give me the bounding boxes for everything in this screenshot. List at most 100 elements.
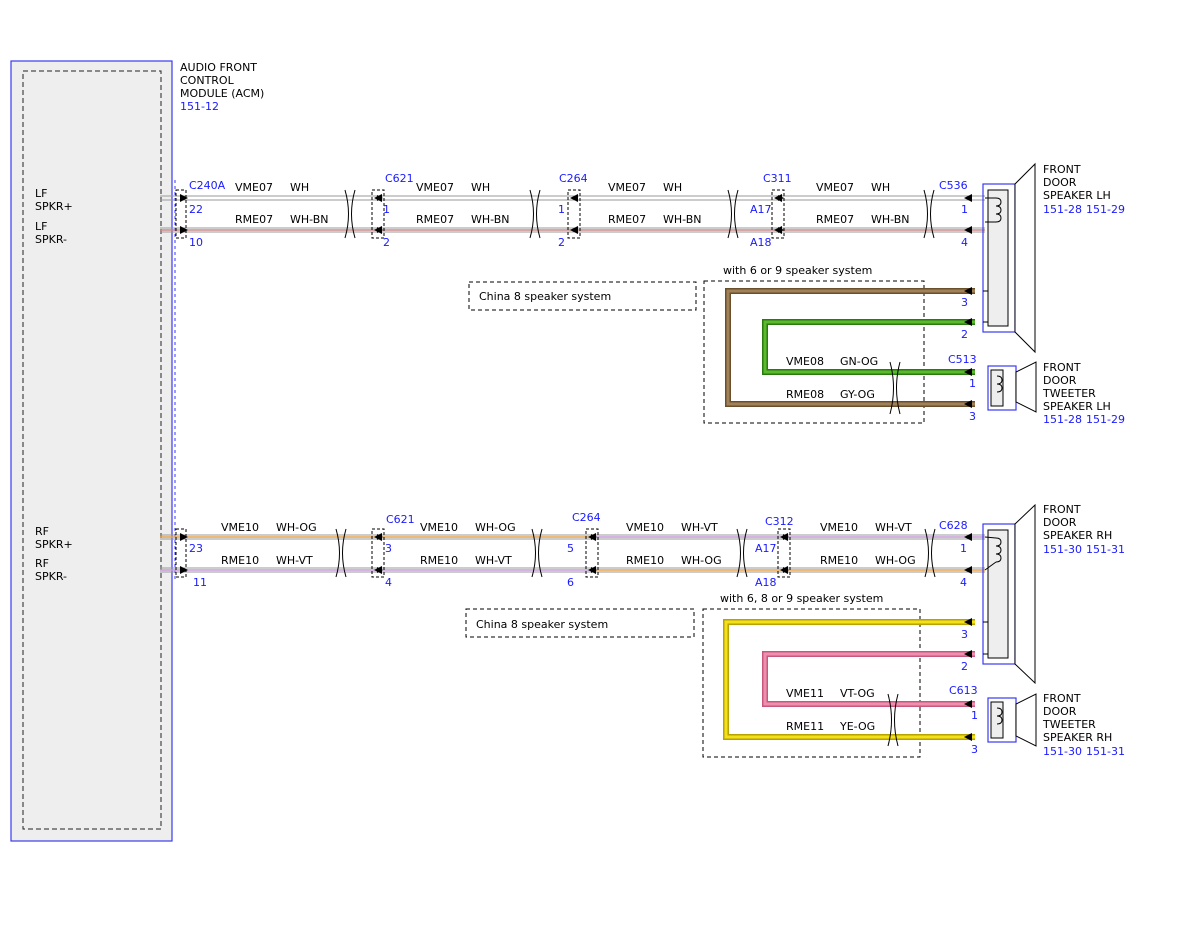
rf-twist-1 <box>335 528 347 578</box>
lf-tweeter-top-circuit: VME08 <box>786 355 824 368</box>
lf-seg3-top-circuit: VME07 <box>608 181 646 194</box>
lf-pin-top-3: 1 <box>558 203 565 216</box>
rf-connector-c312[interactable]: C312 <box>765 515 794 528</box>
lf-tweeter-twist <box>889 361 901 415</box>
lf-tweeter-pin-1: 1 <box>969 377 976 390</box>
rf-seg4-top-color: WH-VT <box>875 521 912 534</box>
lf-seg4-bottom-circuit: RME07 <box>816 213 854 226</box>
rf-tweeter-pin-3: 3 <box>971 743 978 756</box>
lf-pin-top-2: 1 <box>383 203 390 216</box>
rf-c621-box <box>371 528 385 578</box>
rf-tweeter-pin-1: 1 <box>971 709 978 722</box>
rf-pink-wire <box>763 652 975 706</box>
lf-speaker-pin-2: 2 <box>961 328 968 341</box>
rf-pin-bottom-5: 4 <box>960 576 967 589</box>
lf-speaker-label-3: SPEAKER LH <box>1043 189 1111 202</box>
lf-tweeter-pin-3: 3 <box>969 410 976 423</box>
lf-connector-c621[interactable]: C621 <box>385 172 414 185</box>
lf-tweeter-symbol <box>987 361 1037 413</box>
lf-speaker-ref-2[interactable]: 151-29 <box>1086 203 1125 216</box>
lf-seg3-top-color: WH <box>663 181 682 194</box>
lf-seg4-bottom-color: WH-BN <box>871 213 910 226</box>
lf-connector-c264[interactable]: C264 <box>559 172 588 185</box>
lf-seg1-bottom-color: WH-BN <box>290 213 329 226</box>
lf-twist-3 <box>727 189 739 239</box>
lf-tweeter-label-1: FRONT <box>1043 361 1081 374</box>
acm-module-inner <box>22 70 162 830</box>
lf-option-label: with 6 or 9 speaker system <box>723 264 872 277</box>
lf-seg4-top-circuit: VME07 <box>816 181 854 194</box>
rf-seg4-bottom-color: WH-OG <box>875 554 916 567</box>
lf-tweeter-label-3: TWEETER <box>1042 387 1096 400</box>
rf-pin-top-1: 23 <box>189 542 203 555</box>
lf-tweeter-ref-1[interactable]: 151-28 <box>1043 413 1082 426</box>
rf-speaker-ref-1[interactable]: 151-30 <box>1043 543 1082 556</box>
lf-spkr-neg-1: LF <box>35 220 47 233</box>
lf-tweeter-ref-2[interactable]: 151-29 <box>1086 413 1125 426</box>
lf-connector-c240a[interactable]: C240A <box>189 179 226 192</box>
rf-seg1-bottom-circuit: RME10 <box>221 554 259 567</box>
rf-speaker-ref-2[interactable]: 151-31 <box>1086 543 1125 556</box>
lf-brown-wire <box>726 289 975 406</box>
rf-pin-bottom-2: 4 <box>385 576 392 589</box>
rf-twist-3 <box>736 528 748 578</box>
lf-pin-bottom-1: 10 <box>189 236 203 249</box>
rf-connector-c613[interactable]: C613 <box>949 684 978 697</box>
lf-speaker-label-1: FRONT <box>1043 163 1081 176</box>
lf-c311-box <box>771 189 785 239</box>
rf-tweeter-label-2: DOOR <box>1043 705 1077 718</box>
rf-connector-c264[interactable]: C264 <box>572 511 601 524</box>
rf-tweeter-ref-1[interactable]: 151-30 <box>1043 745 1082 758</box>
lf-c240a-box <box>175 189 187 239</box>
rf-twist-symbols <box>335 528 936 578</box>
acm-title-3: MODULE (ACM) <box>180 87 264 100</box>
lf-connector-c513[interactable]: C513 <box>948 353 977 366</box>
lf-pin-bottom-3: 2 <box>558 236 565 249</box>
rf-tweeter-top-color: VT-OG <box>840 687 875 700</box>
rf-pin-top-4: A17 <box>755 542 777 555</box>
rf-yellow-wire <box>724 620 975 739</box>
acm-ref[interactable]: 151-12 <box>180 100 219 113</box>
rf-tweeter-ref-2[interactable]: 151-31 <box>1086 745 1125 758</box>
rf-seg2-bottom-circuit: RME10 <box>420 554 458 567</box>
rf-speaker-symbol <box>982 503 1036 685</box>
rf-connector-c621[interactable]: C621 <box>386 513 415 526</box>
lf-speaker-symbol <box>982 162 1036 354</box>
rf-spkr-pos-2: SPKR+ <box>35 538 73 551</box>
lf-seg2-top-circuit: VME07 <box>416 181 454 194</box>
rf-twist-4 <box>924 528 936 578</box>
lf-speaker-label-2: DOOR <box>1043 176 1077 189</box>
rf-c312-box <box>777 528 791 578</box>
rf-tweeter-label-3: TWEETER <box>1042 718 1096 731</box>
rf-tweeter-symbol <box>987 693 1037 747</box>
rf-connector-c628[interactable]: C628 <box>939 519 968 532</box>
rf-option-label: with 6, 8 or 9 speaker system <box>720 592 883 605</box>
lf-speaker-ref-1[interactable]: 151-28 <box>1043 203 1082 216</box>
lf-tweeter-label-2: DOOR <box>1043 374 1077 387</box>
lf-seg1-top-color: WH <box>290 181 309 194</box>
rf-speaker-label-3: SPEAKER RH <box>1043 529 1112 542</box>
lf-seg3-bottom-circuit: RME07 <box>608 213 646 226</box>
rf-spkr-pos-1: RF <box>35 525 49 538</box>
rf-harness <box>160 534 985 573</box>
rf-tweeter-label-1: FRONT <box>1043 692 1081 705</box>
rf-tweeter-twist <box>887 693 899 747</box>
lf-connector-c536[interactable]: C536 <box>939 179 968 192</box>
rf-tweeter-bottom-circuit: RME11 <box>786 720 824 733</box>
rf-pin-top-2: 3 <box>385 542 392 555</box>
rf-tweeter-top-circuit: VME11 <box>786 687 824 700</box>
lf-twist-symbols <box>344 189 935 239</box>
lf-tweeter-top-color: GN-OG <box>840 355 878 368</box>
rf-pin-bottom-3: 6 <box>567 576 574 589</box>
lf-c621-box <box>371 189 385 239</box>
lf-twist-2 <box>529 189 541 239</box>
rf-seg3-top-color: WH-VT <box>681 521 718 534</box>
lf-pin-bottom-2: 2 <box>383 236 390 249</box>
rf-pin-top-3: 5 <box>567 542 574 555</box>
rf-c264-box <box>585 528 599 578</box>
rf-spkr-neg-1: RF <box>35 557 49 570</box>
lf-spkr-neg-2: SPKR- <box>35 233 67 246</box>
lf-connector-c311[interactable]: C311 <box>763 172 792 185</box>
acm-title-2: CONTROL <box>180 74 235 87</box>
rf-pin-bottom-1: 11 <box>193 576 207 589</box>
